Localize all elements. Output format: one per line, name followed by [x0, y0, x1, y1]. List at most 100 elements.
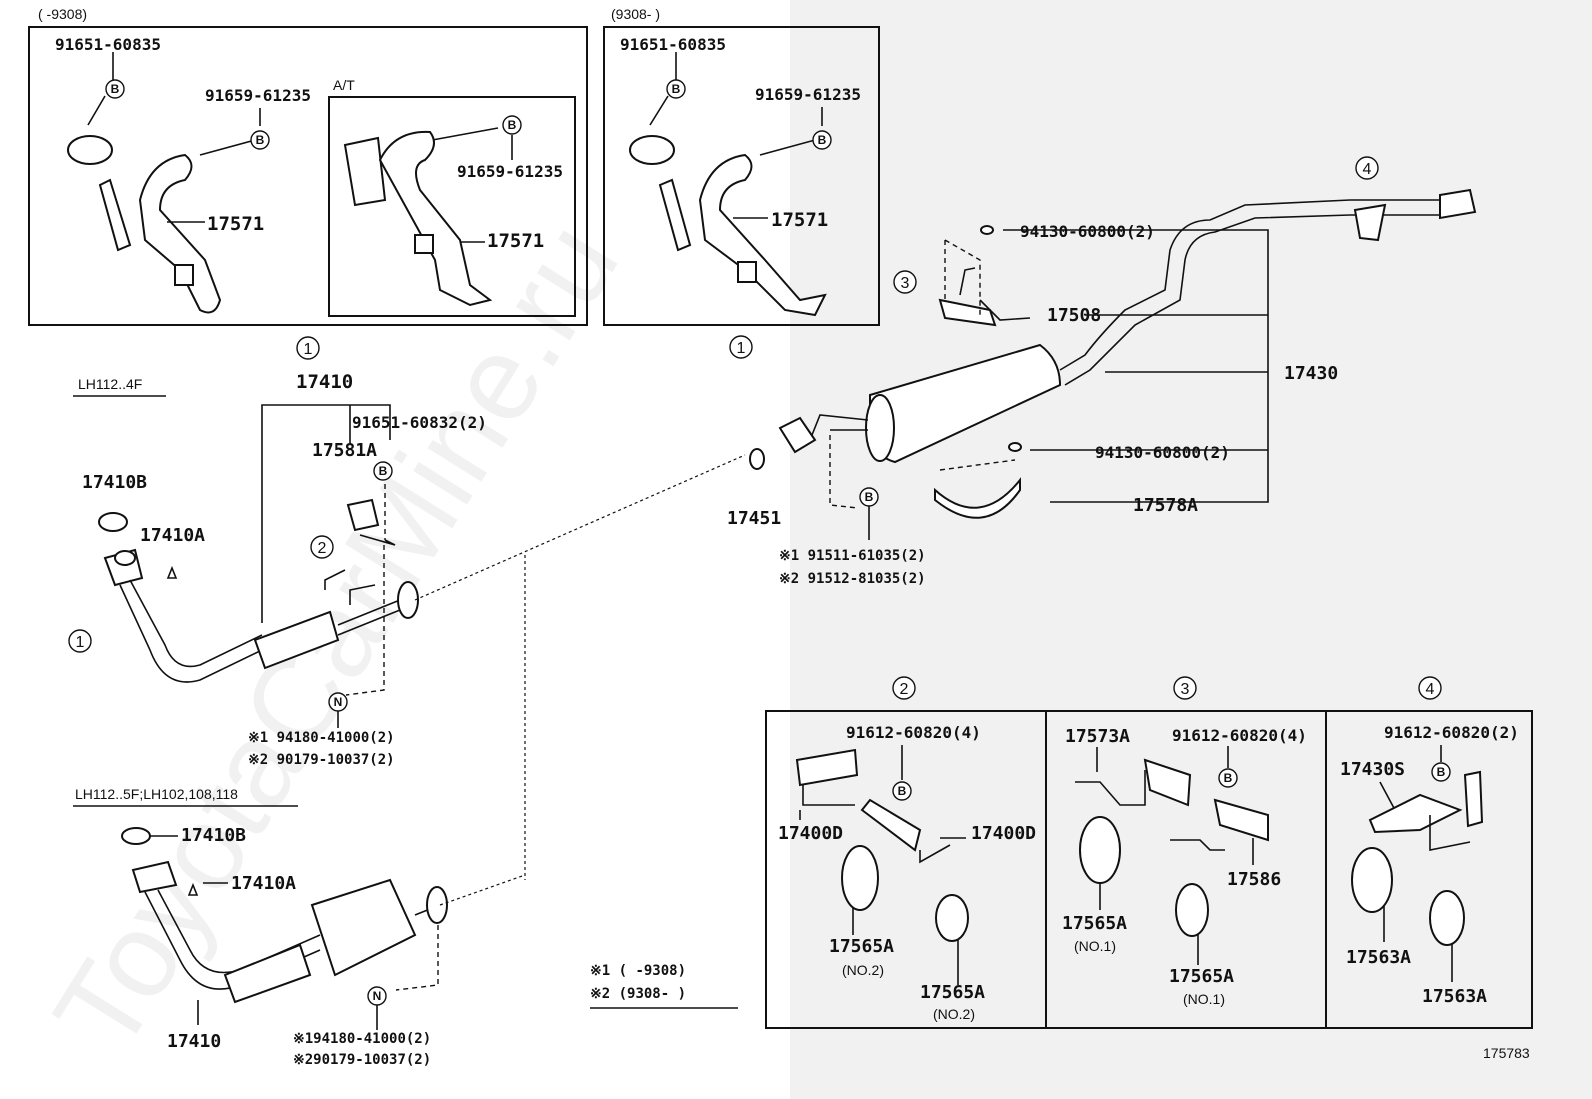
- label-late-bracket[interactable]: 17571: [771, 209, 828, 231]
- svg-text:N: N: [373, 989, 382, 1003]
- label-late-clamp-bolt[interactable]: 91651-60835: [620, 35, 726, 54]
- label-front-pipe-5f[interactable]: 17410: [167, 1031, 221, 1052]
- callout-4-detail[interactable]: 4: [1418, 676, 1442, 700]
- bolt-symbol-inset2: B: [250, 130, 270, 150]
- svg-text:4: 4: [1363, 161, 1372, 178]
- callout-2-detail[interactable]: 2: [892, 676, 916, 700]
- callout-3-tail[interactable]: 3: [893, 270, 917, 294]
- late-bracket-drawing: [629, 52, 827, 317]
- svg-text:1: 1: [737, 340, 746, 357]
- label-nut-2[interactable]: ※2 90179-10037(2): [248, 752, 395, 768]
- inset-early-date: ( -9308): [38, 6, 87, 22]
- label-17565a-no1-a[interactable]: 17565A: [1062, 913, 1127, 934]
- callout-1-late[interactable]: 1: [729, 335, 753, 359]
- svg-text:B: B: [865, 490, 874, 504]
- label-17565a-no1-b[interactable]: 17565A: [1169, 966, 1234, 987]
- front-pipe-4f-drawing: [98, 484, 419, 696]
- label-bolt-2[interactable]: ※2 91512-81035(2): [779, 571, 926, 587]
- bolt-symbol-inset4: B: [666, 79, 686, 99]
- label-at-bracket[interactable]: 17571: [487, 230, 544, 252]
- callout-1-early[interactable]: 1: [296, 336, 320, 360]
- label-17400d-left[interactable]: 17400D: [778, 823, 843, 844]
- bolt-symbol: B: [373, 461, 393, 481]
- label-nut-1-5f[interactable]: ※194180-41000(2): [293, 1031, 431, 1047]
- label-nut-lower[interactable]: 94130-60800(2): [1095, 443, 1230, 462]
- label-17400d-right[interactable]: 17400D: [971, 823, 1036, 844]
- label-17573a[interactable]: 17573A: [1065, 726, 1130, 747]
- svg-text:B: B: [111, 82, 120, 96]
- label-gasket-b-5f[interactable]: 17410B: [181, 825, 246, 846]
- label-bracket-bolt[interactable]: 91659-61235: [205, 86, 311, 105]
- label-bolt-box3[interactable]: 91612-60820(4): [1172, 726, 1307, 745]
- label-bolt-1[interactable]: ※1 91511-61035(2): [779, 548, 926, 564]
- leader-front-pipe: [261, 404, 391, 623]
- footnote-1: ※1 ( -9308): [590, 963, 686, 979]
- label-at: A/T: [333, 77, 355, 93]
- label-bolt-box2[interactable]: 91612-60820(4): [846, 723, 981, 742]
- label-17565a-a[interactable]: 17565A: [829, 936, 894, 957]
- svg-text:B: B: [379, 464, 388, 478]
- label-17563a-a[interactable]: 17563A: [1346, 947, 1411, 968]
- bolt-symbol-box4: B: [1431, 762, 1451, 782]
- at-bracket-drawing: [343, 127, 513, 307]
- svg-text:1: 1: [76, 634, 85, 651]
- callout-3-detail[interactable]: 3: [1173, 676, 1197, 700]
- svg-text:B: B: [818, 133, 827, 147]
- label-tail-pipe[interactable]: 17430: [1284, 363, 1338, 384]
- bracket-drawing: [67, 52, 261, 314]
- svg-text:B: B: [508, 118, 517, 132]
- label-gasket-a[interactable]: 17410A: [140, 525, 205, 546]
- box3-drawing: [1075, 746, 1269, 965]
- label-late-bracket-bolt[interactable]: 91659-61235: [755, 85, 861, 104]
- model-label-4f: LH112..4F: [78, 376, 142, 392]
- label-nut-2-5f[interactable]: ※290179-10037(2): [293, 1052, 431, 1068]
- svg-text:B: B: [256, 133, 265, 147]
- callout-4-tail[interactable]: 4: [1355, 156, 1379, 180]
- box2-drawing: [795, 745, 969, 985]
- label-bracket-17581a[interactable]: 17581A: [312, 440, 377, 461]
- label-gasket-b[interactable]: 17410B: [82, 472, 147, 493]
- svg-text:B: B: [1224, 771, 1233, 785]
- label-nut-upper[interactable]: 94130-60800(2): [1020, 222, 1155, 241]
- label-heat-shield[interactable]: 17578A: [1133, 495, 1198, 516]
- label-17430s[interactable]: 17430S: [1340, 759, 1405, 780]
- detail-boxes: [765, 710, 1533, 1029]
- bolt-symbol-inset3: B: [502, 115, 522, 135]
- inset-at-box: [328, 96, 576, 317]
- inset-early-box: [28, 26, 588, 326]
- label-nut-1[interactable]: ※1 94180-41000(2): [248, 730, 395, 746]
- box4-drawing: [1351, 745, 1484, 982]
- label-no2-b: (NO.2): [933, 1006, 975, 1022]
- label-gasket-a-5f[interactable]: 17410A: [231, 873, 296, 894]
- nut-symbol: N: [328, 692, 348, 712]
- label-clamp-bolt-4f[interactable]: 91651-60832(2): [352, 413, 487, 432]
- svg-text:N: N: [334, 695, 343, 709]
- underline: [73, 395, 738, 1009]
- svg-text:4: 4: [1426, 681, 1435, 698]
- svg-text:B: B: [898, 784, 907, 798]
- svg-text:1: 1: [304, 341, 313, 358]
- label-hanger[interactable]: 17508: [1047, 305, 1101, 326]
- label-bracket[interactable]: 17571: [207, 213, 264, 235]
- label-17586[interactable]: 17586: [1227, 869, 1281, 890]
- diagram-number: 175783: [1483, 1045, 1530, 1061]
- label-no1-b: (NO.1): [1183, 991, 1225, 1007]
- svg-text:3: 3: [901, 275, 910, 292]
- detail-dividers: [1045, 711, 1327, 1028]
- nut-symbol-5f: N: [367, 986, 387, 1006]
- callout-2-front[interactable]: 2: [310, 535, 334, 559]
- label-bolt-box4[interactable]: 91612-60820(2): [1384, 723, 1519, 742]
- label-front-pipe[interactable]: 17410: [296, 371, 353, 393]
- inset-late-date: (9308- ): [611, 6, 660, 22]
- label-17565a-b[interactable]: 17565A: [920, 982, 985, 1003]
- svg-text:B: B: [672, 82, 681, 96]
- label-clamp-bolt[interactable]: 91651-60835: [55, 35, 161, 54]
- inset-late-box: [603, 26, 880, 326]
- label-gasket-17451[interactable]: 17451: [727, 508, 781, 529]
- tail-pipe-drawing: [749, 188, 1477, 519]
- label-at-bolt[interactable]: 91659-61235: [457, 162, 563, 181]
- callout-1-front[interactable]: 1: [68, 629, 92, 653]
- label-17563a-b[interactable]: 17563A: [1422, 986, 1487, 1007]
